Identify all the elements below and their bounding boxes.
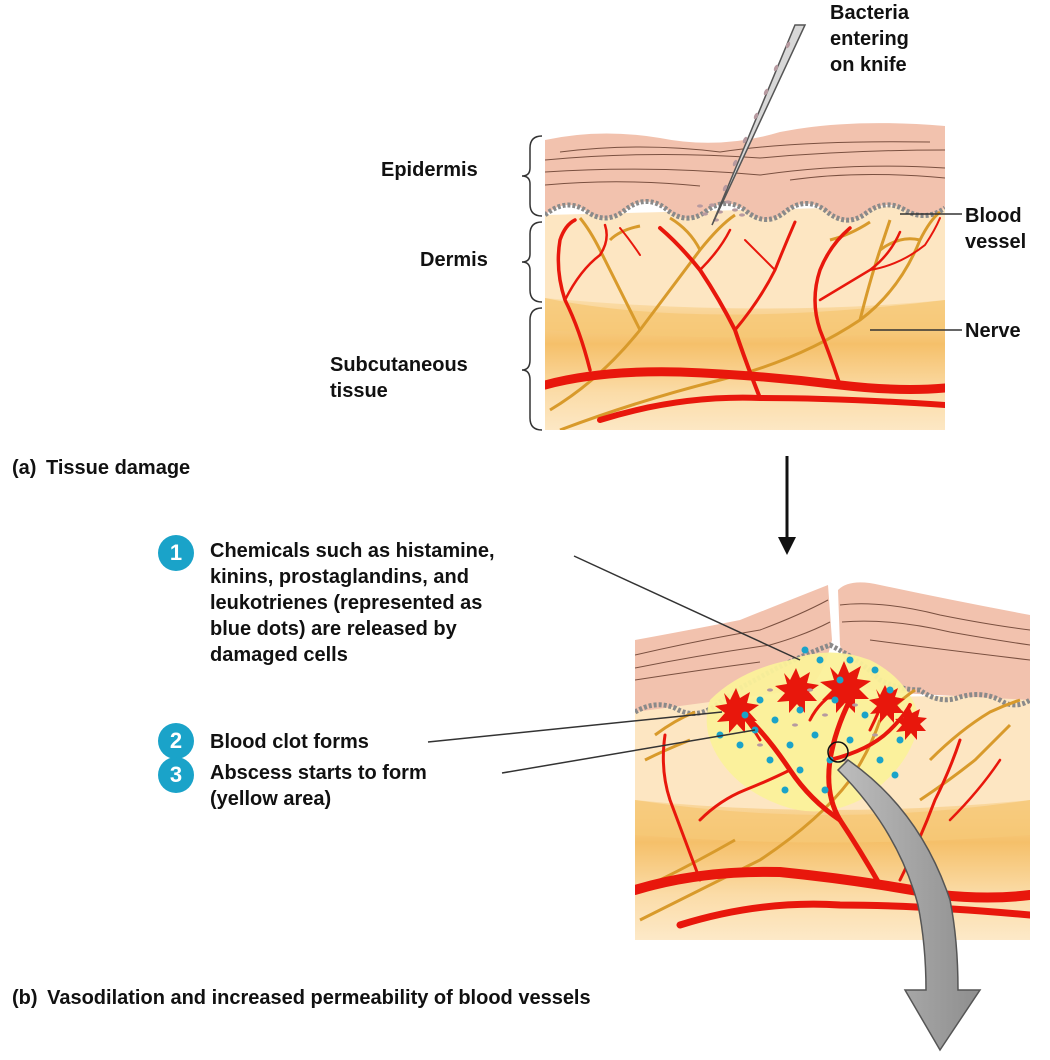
caption-a-text: Tissue damage (46, 457, 190, 479)
nerve-label: Nerve (965, 318, 1021, 344)
down-arrow (778, 456, 796, 555)
caption-a: (a) Tissue damage (12, 457, 190, 480)
blood-vessel-label: Blood vessel (965, 203, 1026, 255)
subcutaneous-label: Subcutaneous tissue (330, 352, 468, 404)
step-3-text: Abscess starts to form (yellow area) (210, 760, 427, 812)
knife-label: Bacteria entering on knife (830, 0, 909, 78)
epidermis-label: Epidermis (381, 157, 478, 183)
step-2-badge: 2 (158, 723, 194, 759)
step-3-badge: 3 (158, 757, 194, 793)
step-2-text: Blood clot forms (210, 729, 369, 755)
step-1-text: Chemicals such as histamine, kinins, pro… (210, 538, 495, 668)
brace-subcutaneous (522, 308, 542, 430)
skin-block-a (545, 123, 945, 435)
layer-braces (522, 136, 542, 430)
step-1-badge: 1 (158, 535, 194, 571)
dermis-label: Dermis (420, 247, 488, 273)
brace-dermis (522, 222, 542, 302)
caption-b: (b) Vasodilation and increased permeabil… (12, 987, 591, 1010)
caption-a-tag: (a) (12, 457, 36, 479)
brace-epidermis (522, 136, 542, 216)
caption-b-tag: (b) (12, 987, 38, 1009)
caption-b-text: Vasodilation and increased permeability … (47, 987, 591, 1009)
